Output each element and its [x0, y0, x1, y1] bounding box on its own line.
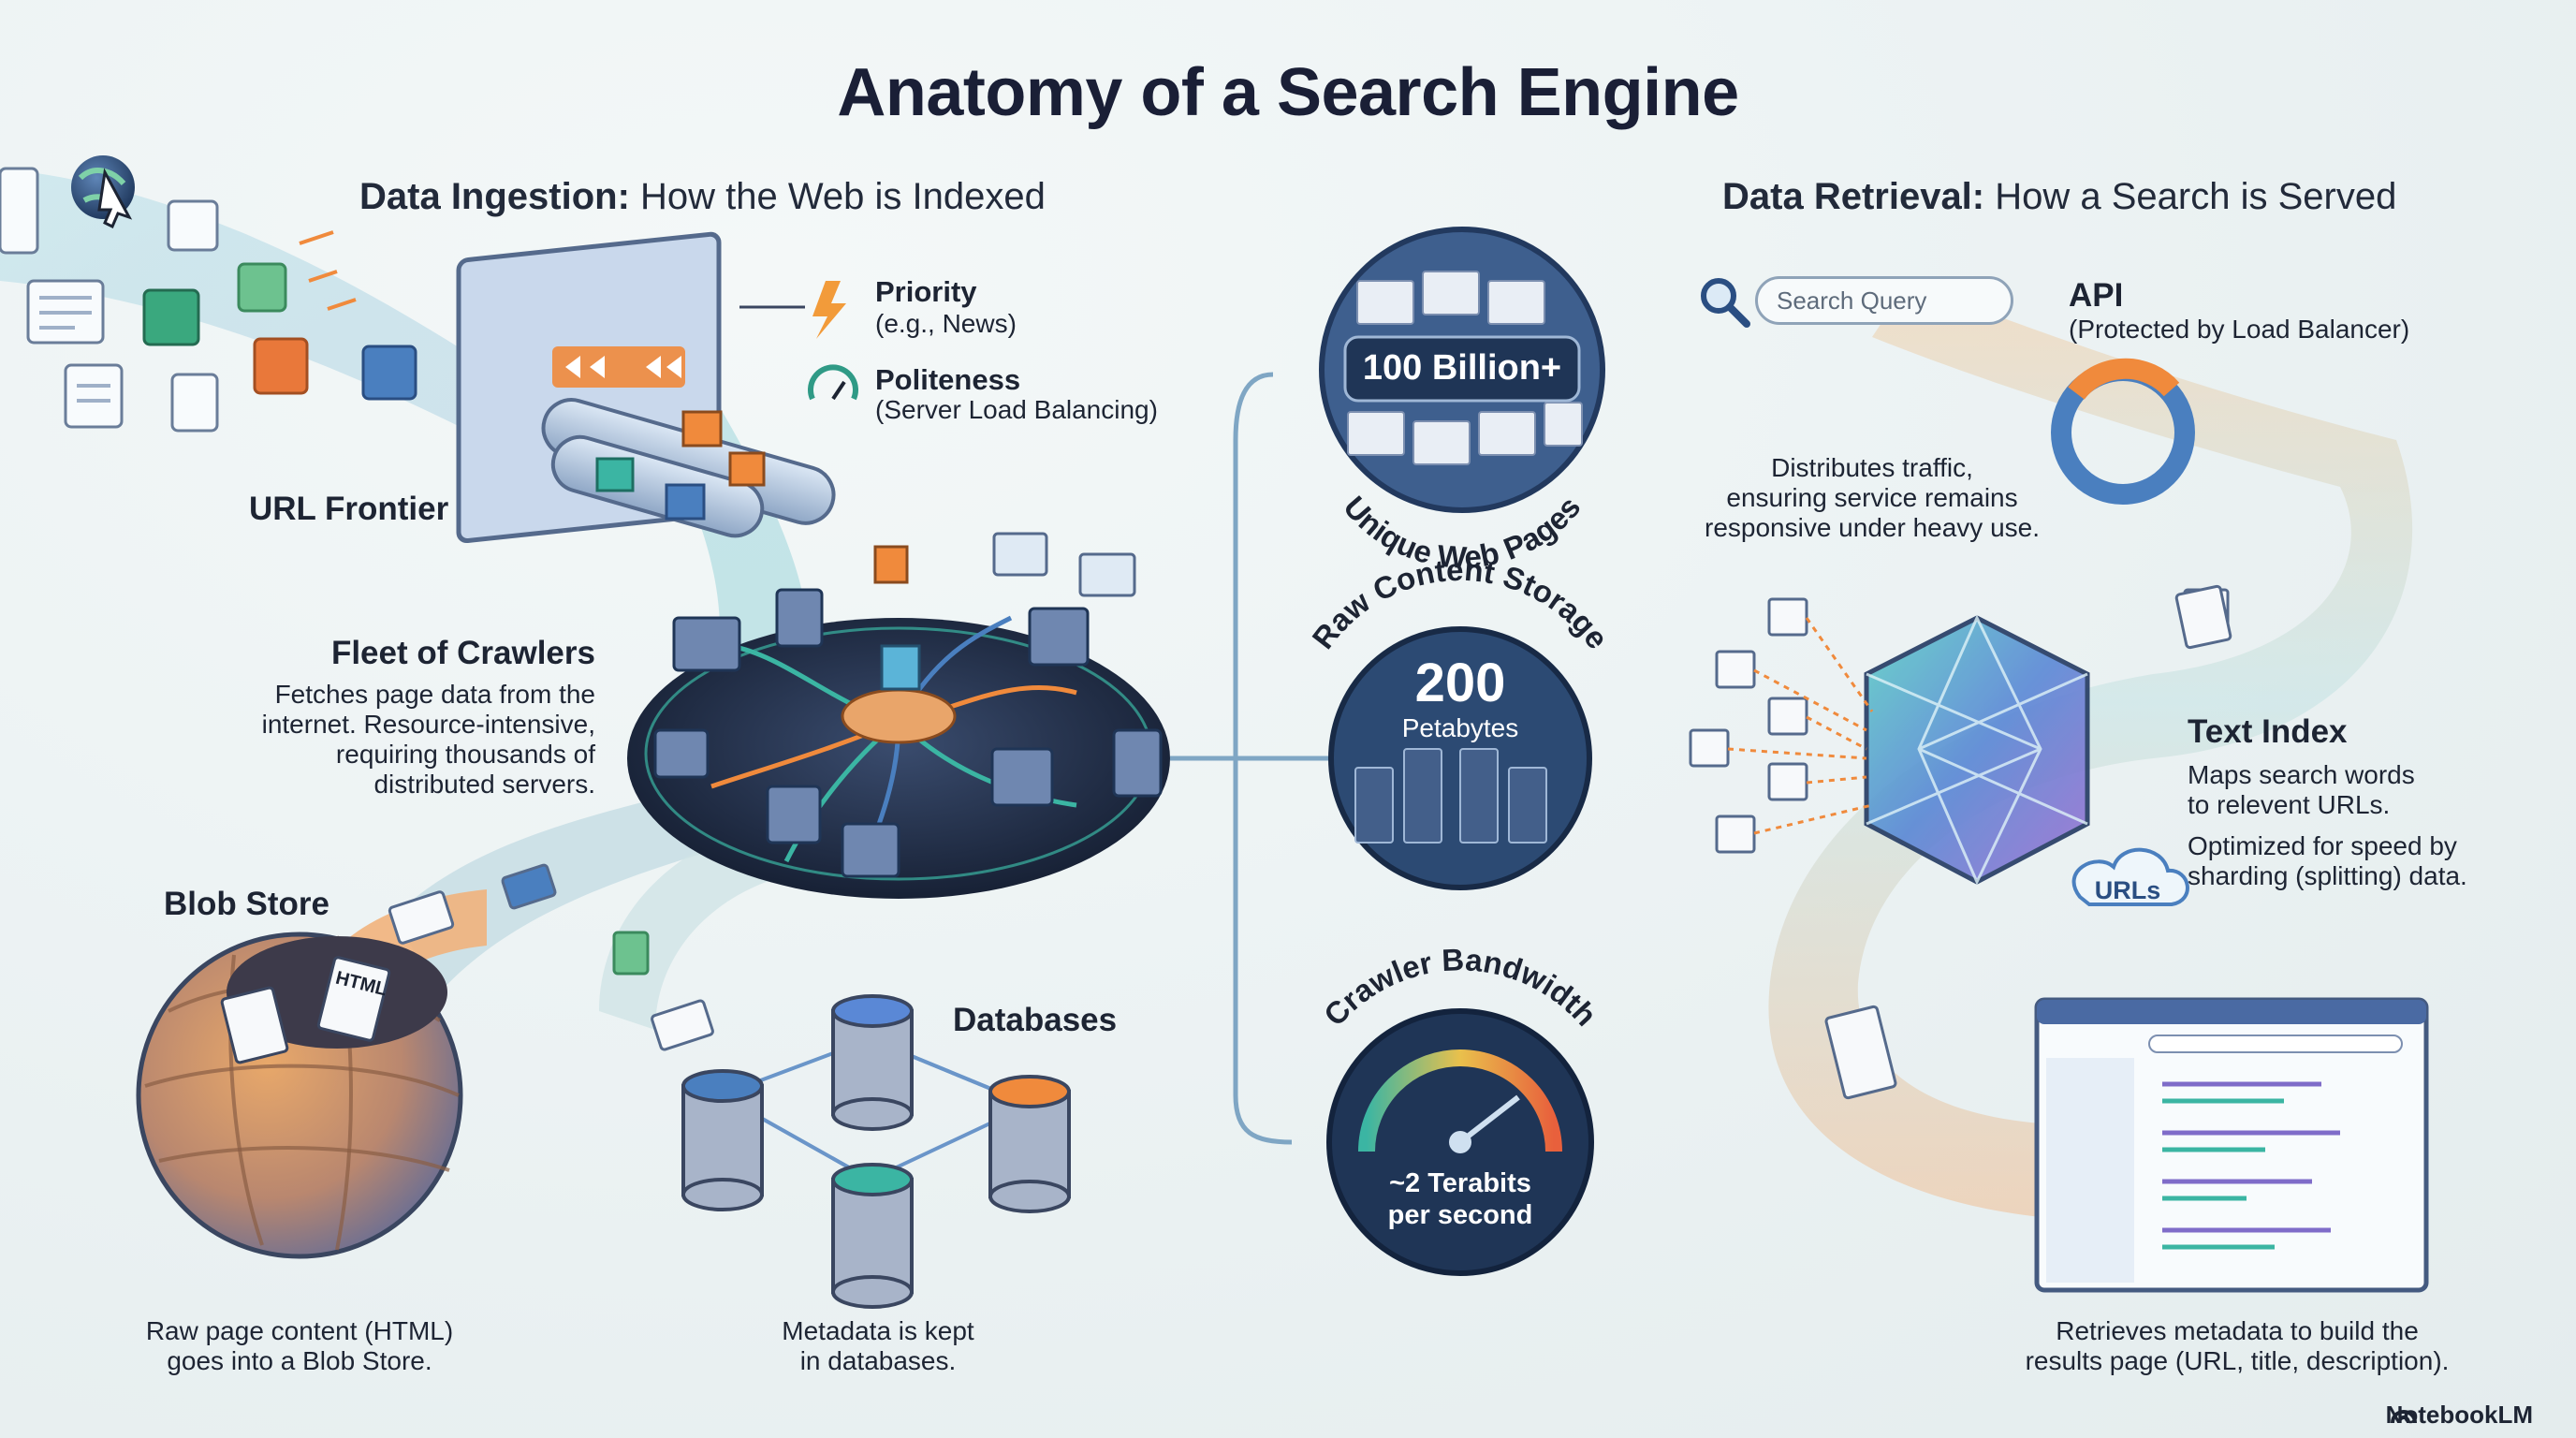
databases-label: Databases	[953, 1002, 1118, 1038]
api-desc-line: responsive under heavy use.	[1705, 513, 2040, 542]
crawlers-desc-line: Fetches page data from the	[274, 680, 595, 709]
politeness-label: Politeness	[875, 363, 1021, 396]
blob-store-label: Blob Store	[164, 886, 329, 922]
text-index-desc-line: to relevent URLs.	[2188, 790, 2391, 819]
api-sub: (Protected by Load Balancer)	[2069, 315, 2410, 344]
api-desc: Distributes traffic, ensuring service re…	[1685, 453, 2059, 543]
pages-stat-value: 100 Billion+	[1362, 348, 1562, 388]
ingestion-heading-bold: Data Ingestion:	[359, 176, 630, 217]
text-index-desc-line: Maps search words	[2188, 760, 2415, 789]
bandwidth-stat-unit: per second	[1387, 1200, 1533, 1230]
databases-desc-line: Metadata is kept	[782, 1316, 974, 1345]
search-placeholder: Search Query	[1777, 286, 1927, 315]
crawlers-desc-line: internet. Resource-intensive,	[261, 710, 595, 739]
crawlers-desc-line: distributed servers.	[373, 770, 595, 799]
crawlers-desc: Fetches page data from the internet. Res…	[221, 680, 595, 800]
blob-store-desc-line: Raw page content (HTML)	[145, 1316, 454, 1345]
text-index-desc-line: Optimized for speed by	[2188, 831, 2457, 860]
retrieval-heading-rest: How a Search is Served	[1984, 176, 2397, 217]
text-index-label: Text Index	[2188, 713, 2348, 750]
api-desc-line: ensuring service remains	[1726, 483, 2018, 512]
priority-label: Priority	[875, 275, 977, 308]
retrieval-heading-bold: Data Retrieval:	[1722, 176, 1985, 217]
search-icon	[1701, 278, 1750, 328]
text-index-desc1: Maps search words to relevent URLs.	[2188, 760, 2415, 820]
url-frontier-label: URL Frontier	[249, 491, 449, 527]
notebooklm-brand: NotebookLM	[2385, 1401, 2533, 1429]
ingestion-heading-rest: How the Web is Indexed	[629, 176, 1046, 217]
api-label: API	[2069, 277, 2124, 314]
storage-stat-value: 200	[1414, 653, 1506, 713]
blob-store-desc: Raw page content (HTML) goes into a Blob…	[112, 1316, 487, 1376]
blob-store-desc-line: goes into a Blob Store.	[167, 1346, 432, 1375]
databases-desc-line: in databases.	[799, 1346, 957, 1375]
results-desc: Retrieves metadata to build the results …	[2003, 1316, 2471, 1376]
api-desc-line: Distributes traffic,	[1771, 453, 1973, 482]
page-title: Anatomy of a Search Engine	[837, 55, 1739, 130]
search-input[interactable]: Search Query	[1755, 276, 2013, 325]
text-index-desc-line: sharding (splitting) data.	[2188, 861, 2467, 890]
results-desc-line: Retrieves metadata to build the	[2056, 1316, 2419, 1345]
ingestion-heading: Data Ingestion: How the Web is Indexed	[359, 176, 1046, 218]
databases-desc: Metadata is kept in databases.	[691, 1316, 1065, 1376]
storage-stat-unit: Petabytes	[1401, 713, 1519, 742]
text-index-desc2: Optimized for speed by sharding (splitti…	[2188, 831, 2467, 891]
retrieval-heading: Data Retrieval: How a Search is Served	[1722, 176, 2396, 218]
politeness-sub: (Server Load Balancing)	[875, 395, 1158, 424]
urls-cloud-label: URLs	[2094, 876, 2161, 904]
results-desc-line: results page (URL, title, description).	[2025, 1346, 2450, 1375]
priority-sub: (e.g., News)	[875, 309, 1017, 338]
bandwidth-stat-value: ~2 Terabits	[1389, 1168, 1531, 1198]
crawlers-label: Fleet of Crawlers	[330, 635, 595, 671]
crawlers-desc-line: requiring thousands of	[335, 740, 595, 769]
